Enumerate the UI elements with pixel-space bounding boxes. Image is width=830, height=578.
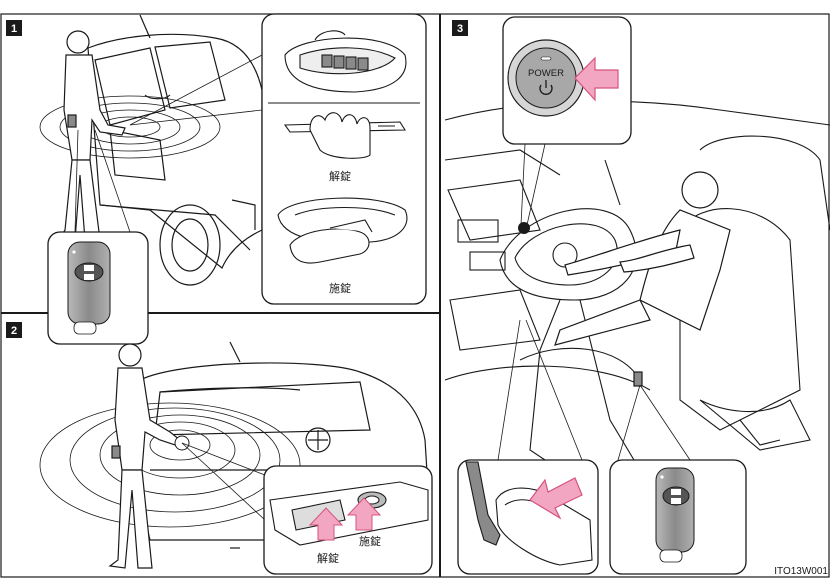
key-fob-icon	[656, 468, 694, 562]
section-number: 3	[457, 23, 463, 35]
cabin-interior-illustration	[445, 101, 830, 470]
unlock-label: 解錠	[329, 169, 351, 183]
section-number: 1	[11, 23, 17, 35]
section-3: 3	[445, 17, 830, 577]
key-fob-icon	[68, 242, 110, 334]
power-label: POWER	[528, 68, 564, 79]
section-2: 2	[6, 322, 432, 574]
power-switch-button: POWER	[508, 40, 584, 116]
section-number: 2	[11, 325, 17, 337]
section-1: 1	[6, 14, 426, 344]
key-fob-callout	[48, 130, 148, 344]
driver-illustration	[555, 172, 730, 386]
figure-code: ITO13W001	[774, 566, 828, 577]
signal-waves	[40, 403, 300, 527]
power-switch-location	[518, 222, 530, 234]
lock-label: 施錠	[359, 534, 381, 548]
unlock-label: 解錠	[317, 551, 339, 565]
lock-label: 施錠	[329, 281, 351, 295]
